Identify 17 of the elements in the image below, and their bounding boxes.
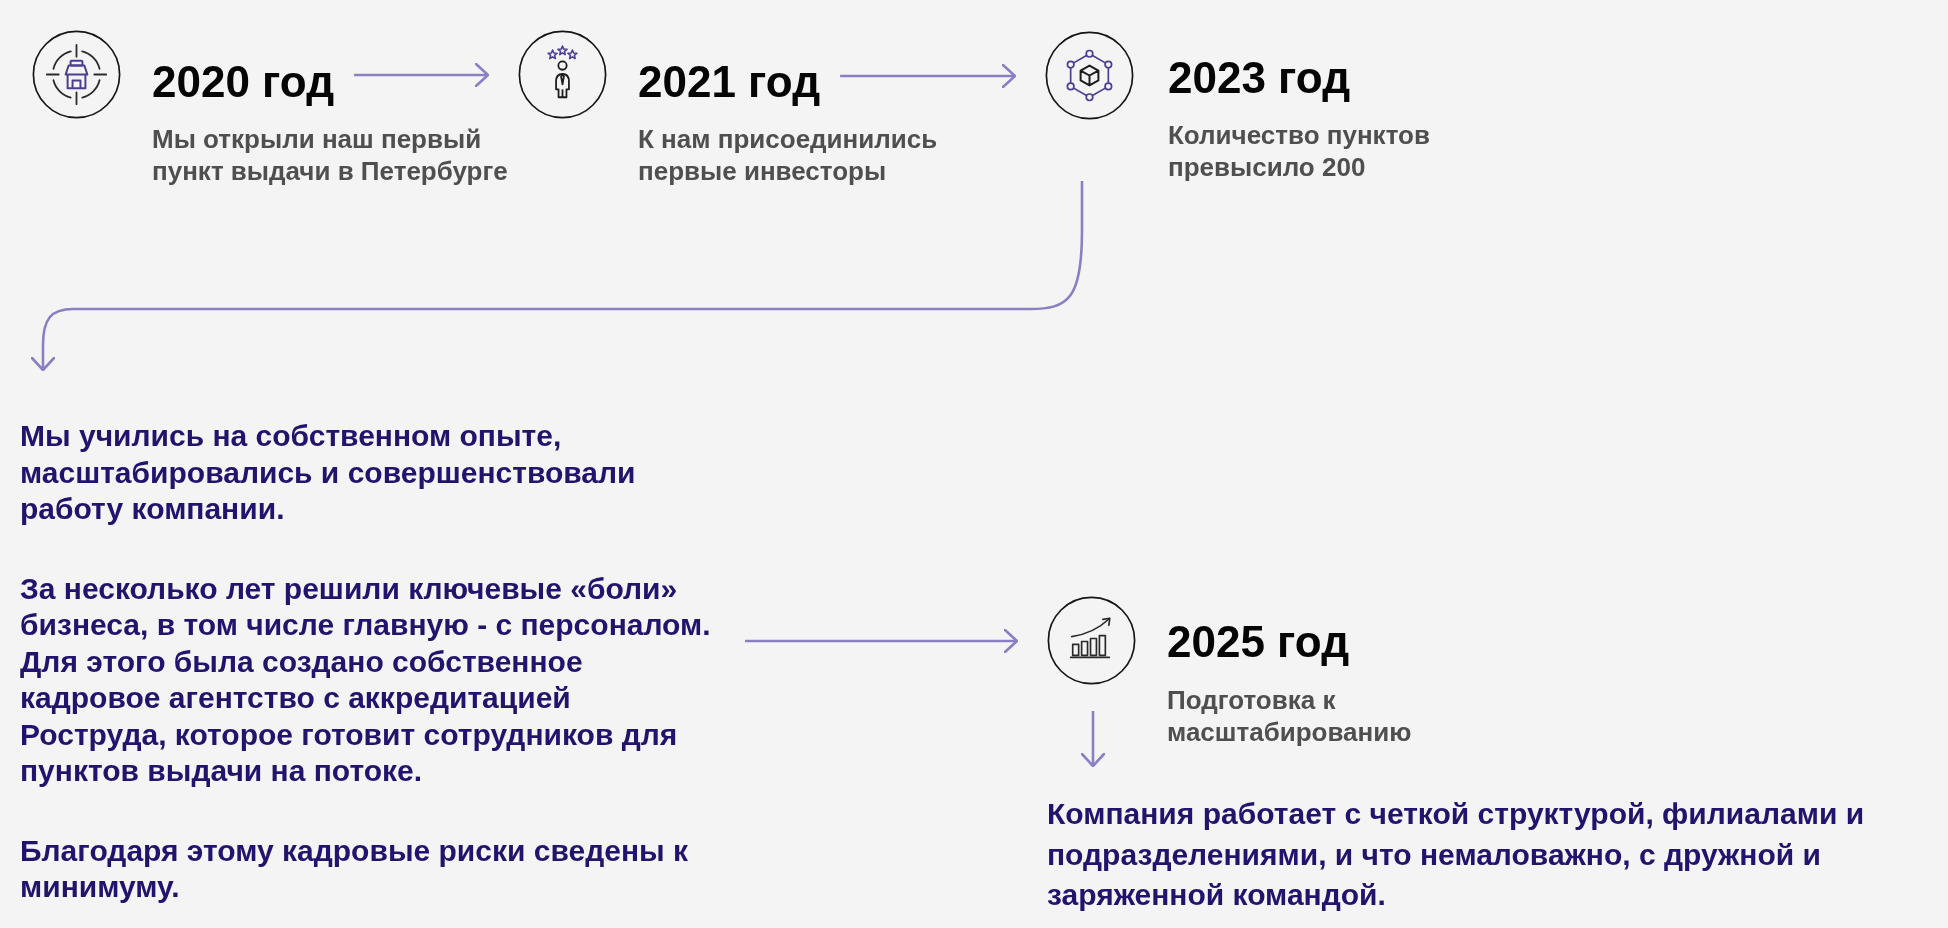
year-heading: 2023 год (1168, 56, 1351, 100)
milestone-description: К нам присоединились первые инвесторы (638, 123, 939, 187)
milestone-description: Подготовка к масштабированию (1167, 684, 1413, 748)
paragraph: За несколько лет решили ключевые «боли» бизнеса, в том числе главную - с персоналом. Для этого была создано собственное кадровое агентство с аккредитацией Роструда, которое готовит сотрудников для пунктов выдачи на потоке. (20, 570, 712, 789)
paragraph: Компания работает с четкой структурой, филиалами и подразделениями, и что немаловажно, с дружной и заряженной командой. (1047, 796, 1866, 913)
arrow (354, 62, 490, 88)
paragraph: Благодаря этому кадровые риски сведены к минимуму. (20, 832, 689, 905)
paragraph: Мы учились на собственном опыте, масштабировались и совершенствовали работу компании. (20, 418, 637, 527)
arrow (840, 63, 1017, 89)
milestone-description: Мы открыли наш первый пункт выдачи в Петербурге (152, 123, 509, 187)
year-heading: 2020 год (152, 60, 335, 104)
arrow (1080, 711, 1106, 768)
arrow (745, 628, 1019, 654)
year-heading: 2025 год (1167, 620, 1350, 664)
year-heading: 2021 год (638, 60, 821, 104)
arrow (30, 181, 1084, 372)
milestone-description: Количество пунктов превысило 200 (1168, 119, 1431, 183)
